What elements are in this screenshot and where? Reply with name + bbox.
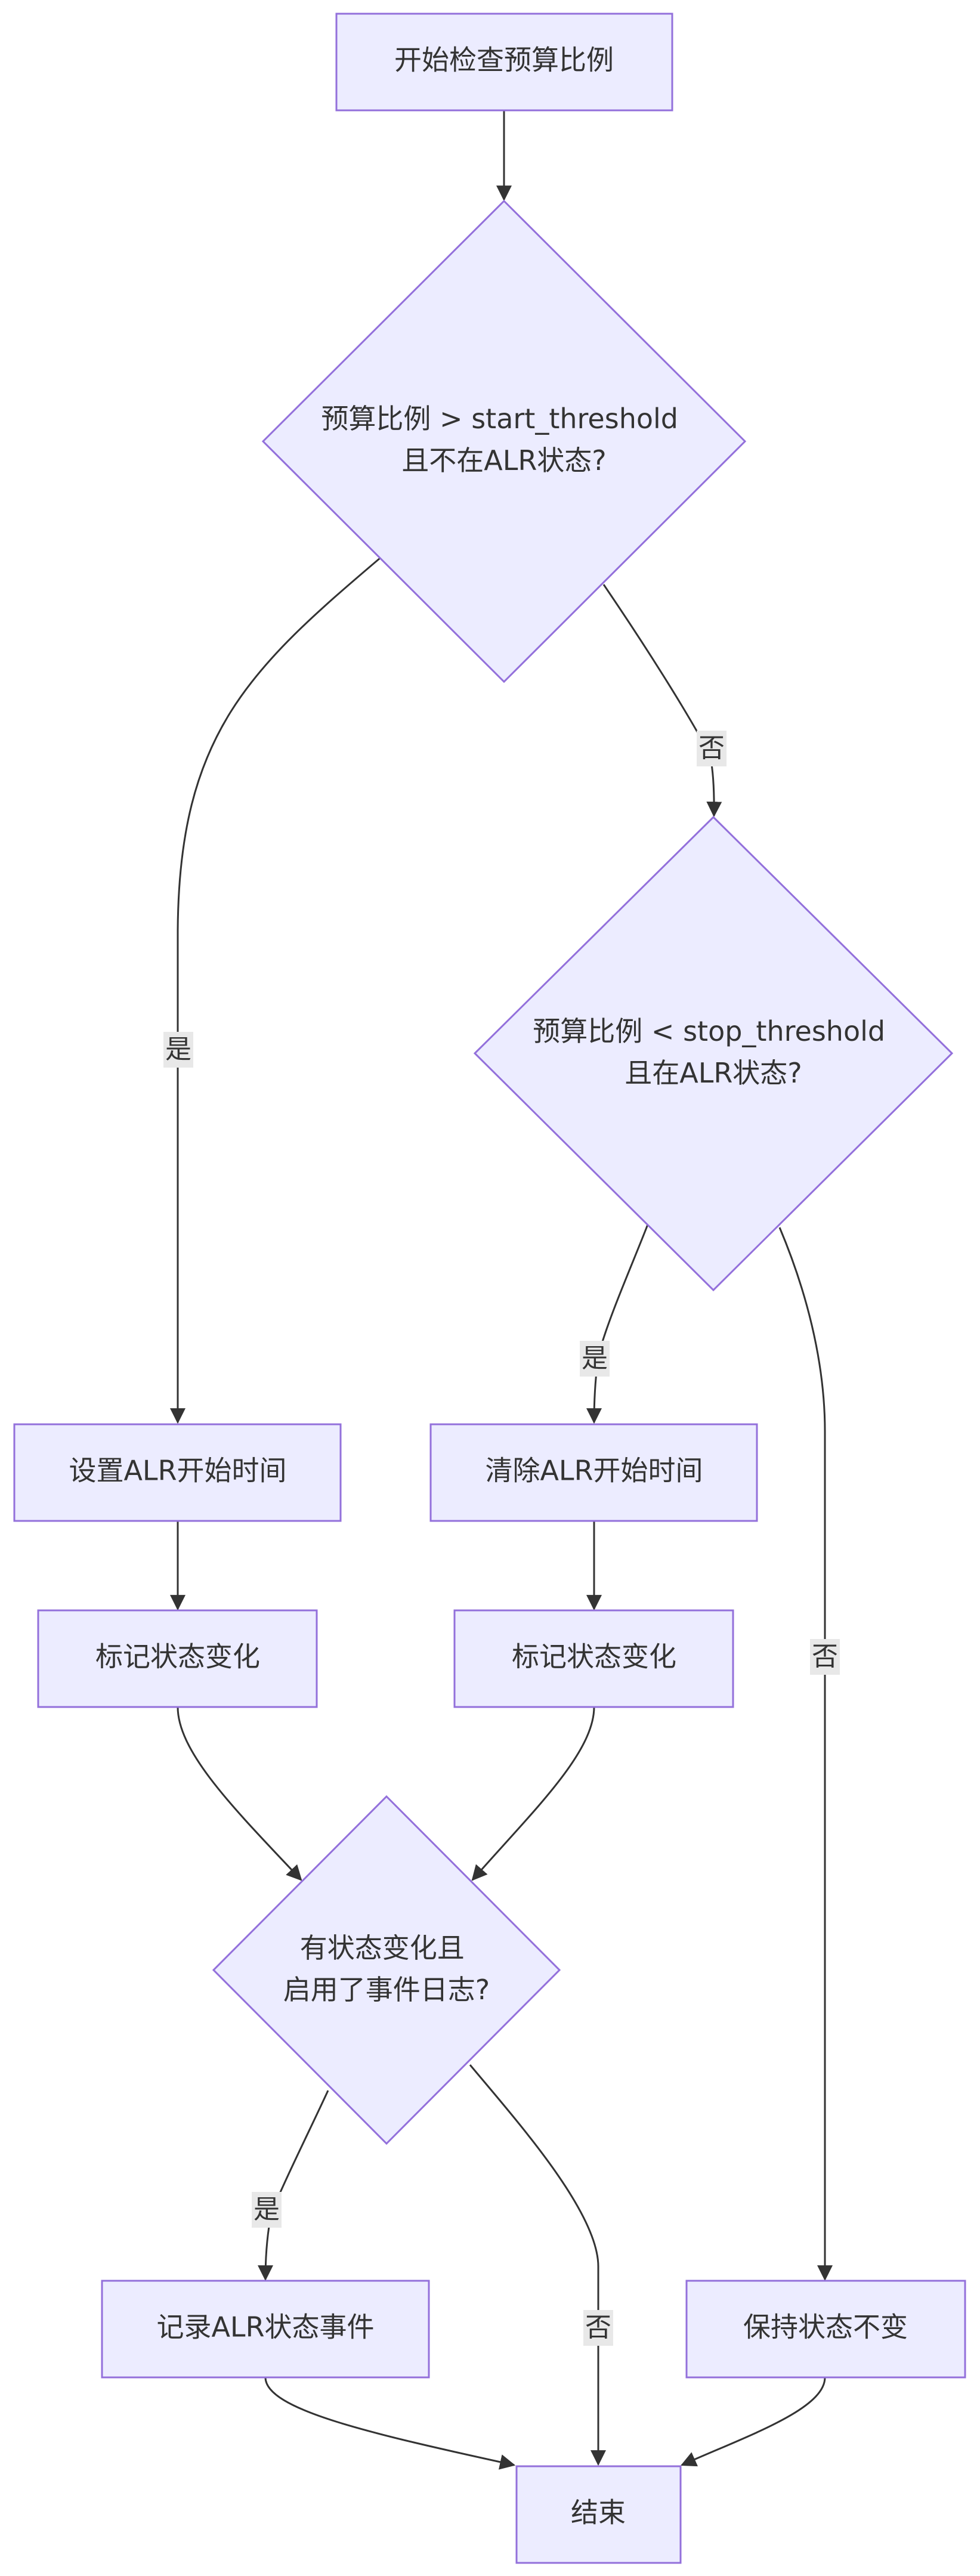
nodes: 开始检查预算比例 预算比例 > start_threshold 且不在ALR状态…: [13, 13, 966, 2564]
node-set-alr[interactable]: 设置ALR开始时间: [13, 1423, 342, 1522]
node-decision-start-label: 预算比例 > start_threshold 且不在ALR状态?: [321, 403, 687, 477]
node-start[interactable]: 开始检查预算比例: [335, 13, 673, 112]
edge-decision-start-no: [602, 584, 722, 818]
node-mark-change-left-label: 标记状态变化: [95, 1641, 260, 1673]
svg-text:否: 否: [585, 2312, 611, 2343]
edge-decision-log-no: [469, 2064, 606, 2466]
node-keep-state-label: 保持状态不变: [743, 2311, 908, 2343]
edge-mark-right-to-decision-log: [471, 1706, 595, 1881]
edge-label-start-no: 否: [697, 731, 727, 766]
node-decision-stop[interactable]: 预算比例 < stop_threshold 且在ALR状态?: [473, 815, 954, 1292]
node-decision-log[interactable]: 有状态变化且 启用了事件日志?: [212, 1795, 561, 2145]
edge-label-stop-no: 否: [810, 1639, 840, 1675]
edge-decision-start-yes: [170, 556, 381, 1424]
node-record-event-label: 记录ALR状态事件: [156, 2311, 374, 2343]
edge-decision-stop-yes: [586, 1224, 649, 1424]
node-decision-log-label: 有状态变化且 启用了事件日志?: [283, 1932, 490, 2006]
node-decision-log-line-2: 启用了事件日志?: [283, 1974, 490, 2006]
svg-text:是: 是: [582, 1343, 608, 1374]
node-decision-stop-line-2: 且在ALR状态?: [625, 1057, 802, 1089]
node-mark-change-left[interactable]: 标记状态变化: [37, 1609, 318, 1708]
svg-text:是: 是: [165, 1034, 191, 1065]
edge-keep-to-end: [681, 2377, 826, 2467]
node-decision-start-line-2: 且不在ALR状态?: [401, 444, 606, 477]
edge-label-stop-yes: 是: [580, 1341, 610, 1377]
node-end-label: 结束: [571, 2497, 626, 2529]
node-decision-start[interactable]: 预算比例 > start_threshold 且不在ALR状态?: [261, 199, 747, 684]
node-mark-change-right-label: 标记状态变化: [512, 1641, 676, 1673]
node-decision-start-line-1: 预算比例 > start_threshold: [321, 403, 678, 435]
edge-mark-left-to-decision-log: [177, 1706, 302, 1881]
edge-label-log-yes: 是: [252, 2192, 282, 2228]
svg-text:是: 是: [253, 2194, 280, 2225]
edge-decision-log-yes: [258, 2090, 329, 2281]
edge-record-to-end: [264, 2377, 516, 2470]
svg-text:否: 否: [698, 733, 725, 763]
edges: [170, 110, 833, 2470]
node-mark-change-right[interactable]: 标记状态变化: [453, 1609, 734, 1708]
edge-label-start-yes: 是: [163, 1032, 193, 1068]
node-keep-state[interactable]: 保持状态不变: [685, 2280, 966, 2379]
svg-text:否: 否: [812, 1641, 838, 1672]
node-record-event[interactable]: 记录ALR状态事件: [101, 2280, 430, 2379]
edge-decision-stop-no: [778, 1227, 833, 2281]
node-start-label: 开始检查预算比例: [394, 44, 614, 76]
node-decision-stop-label: 预算比例 < stop_threshold 且在ALR状态?: [533, 1015, 894, 1089]
node-end[interactable]: 结束: [515, 2465, 682, 2564]
node-clear-alr[interactable]: 清除ALR开始时间: [429, 1423, 758, 1522]
edge-label-log-no: 否: [583, 2310, 613, 2346]
node-clear-alr-label: 清除ALR开始时间: [485, 1455, 703, 1487]
node-decision-stop-line-1: 预算比例 < stop_threshold: [533, 1015, 885, 1047]
edge-labels: 是 否 是 否 是 否: [163, 731, 840, 2346]
node-decision-log-line-1: 有状态变化且: [300, 1932, 465, 1964]
node-set-alr-label: 设置ALR开始时间: [69, 1455, 286, 1487]
